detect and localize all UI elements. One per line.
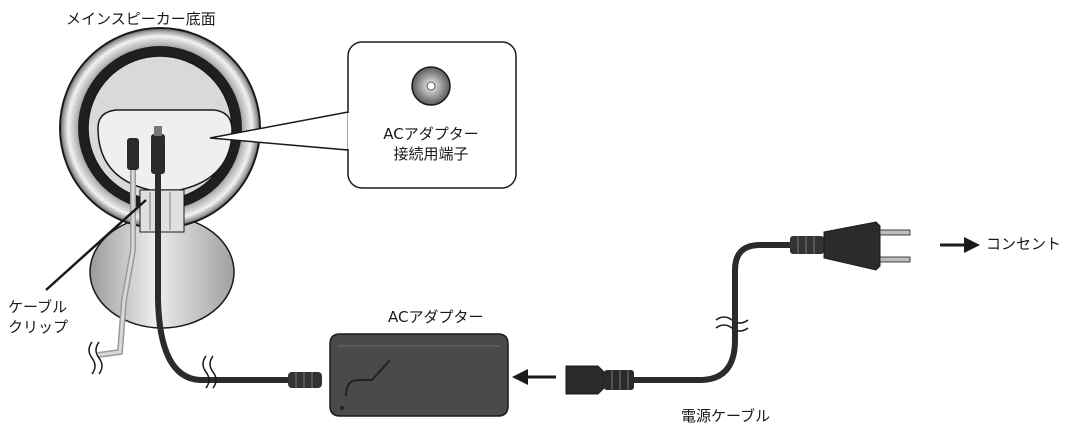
ac-adapter-label: ACアダプター [388, 308, 484, 326]
cable-break-icon [88, 316, 749, 389]
iec-connector-icon [565, 365, 634, 395]
arrow-right-icon [940, 237, 980, 253]
cable-clip-label: ケーブル クリップ [8, 298, 69, 336]
power-cable-label: 電源ケーブル [681, 407, 771, 425]
speaker-bottom-label: メインスピーカー底面 [66, 10, 216, 28]
dc-plug [127, 126, 165, 174]
port-label: ACアダプター 接続用端子 [383, 125, 479, 163]
dc-jack-icon [411, 66, 451, 106]
outlet-label: コンセント [986, 235, 1062, 253]
port-callout [209, 41, 517, 189]
power-cable-line [634, 242, 790, 383]
ac-adapter-box [329, 333, 509, 417]
cable-clip-leader [45, 199, 147, 291]
ac-plug-icon [790, 221, 911, 271]
dc-strain-relief [288, 372, 322, 388]
arrow-left-icon [512, 369, 556, 385]
speaker-cables [97, 170, 290, 383]
speaker-stand [89, 215, 235, 329]
